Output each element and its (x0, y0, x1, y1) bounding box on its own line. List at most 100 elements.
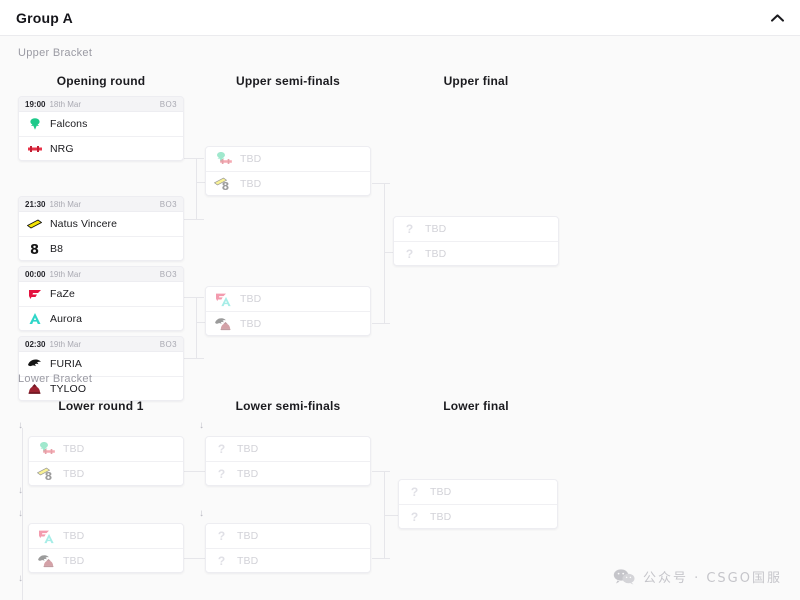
connector (384, 183, 385, 323)
team-name: TBD (240, 177, 262, 190)
match-row[interactable]: TBD (206, 287, 370, 311)
match-row[interactable]: ? TBD (394, 217, 558, 241)
match-row[interactable]: FaZe (19, 282, 183, 306)
match-row[interactable]: FURIA (19, 352, 183, 376)
team-name: TBD (237, 554, 259, 567)
match-card[interactable]: ? TBD ? TBD (205, 436, 371, 486)
match-row[interactable]: TBD (29, 524, 183, 548)
unknown-team-icon: ? (217, 529, 226, 543)
lower-bracket-label: Lower Bracket (18, 373, 93, 385)
page-title: Group A (16, 9, 73, 26)
match-row[interactable]: ? TBD (399, 504, 557, 528)
match-row[interactable]: Aurora (19, 306, 183, 330)
tyloo-logo (27, 381, 42, 396)
aurora-logo (27, 311, 42, 326)
match-meta: 02:30 19th Mar BO3 (19, 337, 183, 352)
b8-logo: 8 (27, 241, 42, 256)
match-row[interactable]: 8 B8 (19, 236, 183, 260)
match-time: 00:00 (25, 269, 46, 279)
match-row[interactable]: ? TBD (394, 241, 558, 265)
furia-logo (37, 552, 50, 565)
connector (372, 183, 390, 184)
team-name: TBD (237, 443, 259, 455)
team-name: TBD (63, 530, 85, 542)
team-name: TBD (425, 223, 447, 235)
match-meta: 19:00 18th Mar BO3 (19, 97, 183, 112)
match-row[interactable]: 8 TBD (206, 171, 370, 195)
match-row[interactable]: Natus Vincere (19, 212, 183, 236)
nrg-logo (42, 445, 55, 458)
match-card[interactable]: 00:00 19th Mar BO3 FaZe Aurora (18, 266, 184, 331)
faze-logo (214, 291, 227, 304)
match-row[interactable]: TBD (206, 147, 370, 171)
drop-arrow-icon: ↓ (18, 485, 23, 496)
team-name: Aurora (50, 312, 83, 325)
falcons-logo (214, 151, 227, 164)
round-title-upper-semis: Upper semi-finals (235, 74, 341, 88)
match-date: 19th Mar (49, 269, 82, 279)
unknown-team-icon: ? (410, 485, 419, 499)
connector (184, 471, 206, 472)
match-row[interactable]: Falcons (19, 112, 183, 136)
match-card[interactable]: ? TBD ? TBD (205, 523, 371, 573)
team-name: TBD (430, 510, 452, 523)
match-row[interactable]: ? TBD (206, 548, 370, 572)
upper-bracket-label: Upper Bracket (18, 47, 93, 59)
match-card[interactable]: TBD 8 TBD (205, 146, 371, 196)
collapse-toggle-button[interactable] (766, 7, 788, 29)
tyloo-logo (42, 556, 55, 569)
tbd-team-logos (37, 552, 57, 569)
navi-logo (214, 175, 227, 188)
match-row[interactable]: TBD (29, 548, 183, 572)
group-header[interactable]: Group A (0, 0, 800, 36)
furia-logo (27, 357, 42, 372)
tbd-team-logos (214, 315, 234, 332)
aurora-logo (42, 532, 55, 545)
match-date: 18th Mar (49, 199, 82, 209)
falcons-logo (37, 441, 50, 454)
connector (184, 558, 206, 559)
navi-logo (37, 465, 50, 478)
match-row[interactable]: ? TBD (206, 437, 370, 461)
connector (196, 322, 210, 323)
match-row[interactable]: ? TBD (399, 480, 557, 504)
match-row[interactable]: ? TBD (206, 461, 370, 485)
drop-arrow-icon: ↓ (18, 573, 23, 584)
unknown-team-icon: ? (410, 509, 419, 524)
match-format: BO3 (159, 339, 177, 349)
unknown-team-icon: ? (217, 466, 226, 481)
team-name: FURIA (50, 358, 82, 370)
connector (22, 428, 23, 600)
team-name: TBD (240, 153, 262, 165)
team-name: TBD (63, 467, 85, 480)
team-name: TBD (237, 530, 259, 542)
match-row[interactable]: TBD (29, 437, 183, 461)
faze-logo (37, 528, 50, 541)
match-card[interactable]: 19:00 18th Mar BO3 Falcons NRG (18, 96, 184, 161)
connector (372, 323, 390, 324)
tyloo-logo (219, 319, 232, 332)
match-format: BO3 (159, 99, 177, 109)
match-time: 19:00 (25, 99, 46, 109)
match-row[interactable]: TYLOO (19, 376, 183, 400)
svg-text:8: 8 (222, 180, 230, 192)
match-card[interactable]: TBD TBD (205, 286, 371, 336)
bracket-board: Upper Bracket Opening round Upper semi-f… (0, 36, 800, 600)
match-row[interactable]: 8 TBD (29, 461, 183, 485)
svg-text:8: 8 (30, 243, 39, 256)
match-row[interactable]: NRG (19, 136, 183, 160)
match-card[interactable]: TBD 8 TBD (28, 436, 184, 486)
aurora-logo (219, 295, 232, 308)
faze-logo (27, 287, 42, 302)
match-card[interactable]: ? TBD ? TBD (393, 216, 559, 266)
match-row[interactable]: TBD (206, 311, 370, 335)
tbd-team-logos (214, 291, 234, 308)
unknown-team-icon: ? (217, 553, 226, 568)
match-card[interactable]: TBD TBD (28, 523, 184, 573)
match-card[interactable]: 02:30 19th Mar BO3 FURIA TYLOO (18, 336, 184, 401)
unknown-team-icon: ? (405, 222, 414, 236)
match-row[interactable]: ? TBD (206, 524, 370, 548)
match-card[interactable]: ? TBD ? TBD (398, 479, 558, 529)
falcons-logo (27, 117, 42, 132)
match-card[interactable]: 21:30 18th Mar BO3 Natus Vincere 8 B8 (18, 196, 184, 261)
